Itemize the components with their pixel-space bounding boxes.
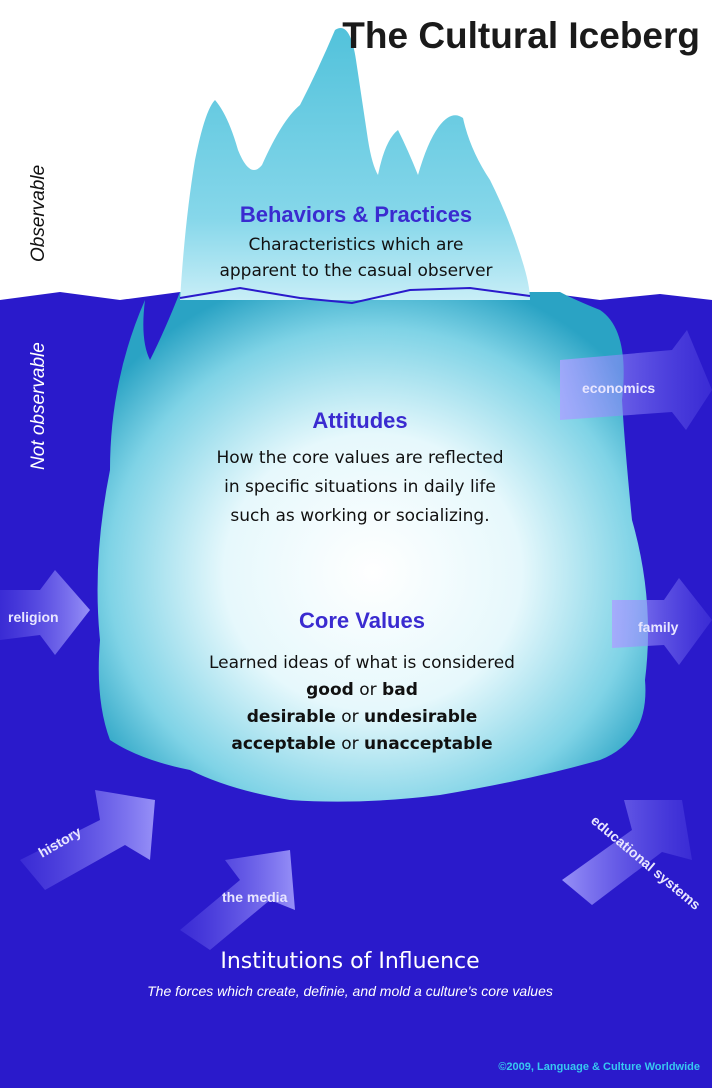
pair-2-a: desirable [247,707,336,727]
influence-the-media: the media [222,889,288,905]
behaviors-line-1: Characteristics which are [249,235,464,255]
behaviors-heading: Behaviors & Practices [240,202,472,227]
pair-1-b: bad [382,680,418,700]
pair-2-or: or [336,707,364,727]
diagram-title: The Cultural Iceberg [342,15,700,56]
pair-3-a: acceptable [231,734,335,754]
behaviors-line-2: apparent to the casual observer [219,261,492,281]
attitudes-line-2: in specific situations in daily life [224,477,496,497]
pair-3-b: unacceptable [364,734,493,754]
influence-family: family [638,619,679,635]
observable-label: Observable [28,165,49,262]
pair-1-a: good [306,680,354,700]
core-values-intro: Learned ideas of what is considered [209,653,515,673]
footer-subtitle: The forces which create, definie, and mo… [147,983,553,999]
arrow-the-media [180,850,295,950]
footer-heading: Institutions of Influence [220,949,479,974]
attitudes-line-3: such as working or socializing. [230,506,489,526]
attitudes-heading: Attitudes [312,408,407,433]
core-values-heading: Core Values [299,608,425,633]
arrow-history [20,790,155,890]
arrow-family [612,578,712,665]
pair-2-b: undesirable [364,707,477,727]
pair-1-or: or [354,680,382,700]
arrow-educational-systems [562,800,692,905]
influence-economics: economics [582,380,655,396]
arrow-economics [560,330,712,430]
attitudes-line-1: How the core values are reflected [216,448,503,468]
iceberg-tip [180,28,530,300]
core-values-pair-3: acceptable or unacceptable [231,734,492,754]
pair-3-or: or [336,734,364,754]
copyright: ©2009, Language & Culture Worldwide [498,1061,700,1073]
core-values-pair-2: desirable or undesirable [247,707,477,727]
waterline [179,286,531,305]
not-observable-label: Not observable [28,342,49,470]
iceberg-body [97,292,649,802]
core-values-pair-1: good or bad [306,680,418,700]
influence-religion: religion [8,609,59,625]
arrow-religion [0,570,90,655]
